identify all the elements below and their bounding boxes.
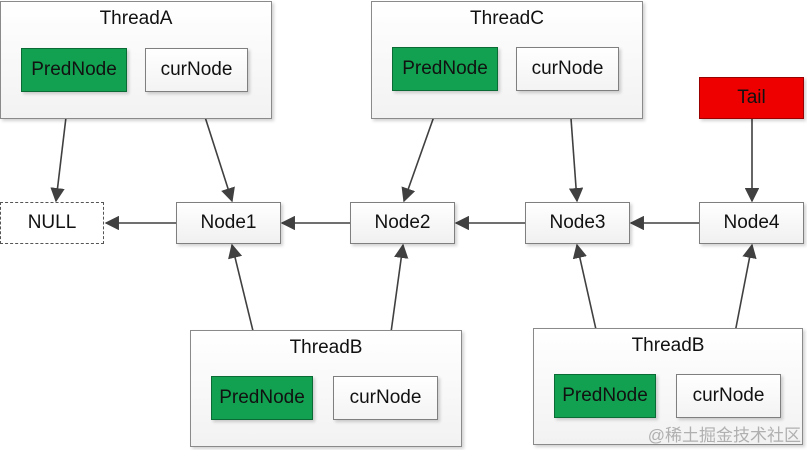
thread-b-left-curnode: curNode bbox=[333, 376, 438, 420]
node-4: Node4 bbox=[699, 202, 804, 244]
thread-b-left-prednode: PredNode bbox=[211, 376, 313, 420]
node-1: Node1 bbox=[176, 202, 281, 244]
thread-a-title: ThreadA bbox=[99, 8, 173, 29]
tail-pointer: Tail bbox=[699, 77, 804, 119]
thread-b-right-prednode: PredNode bbox=[554, 374, 656, 418]
node-3: Node3 bbox=[525, 202, 630, 244]
thread-c-title: ThreadC bbox=[470, 8, 544, 29]
thread-a-prednode: PredNode bbox=[21, 48, 127, 92]
watermark: @稀土掘金技术社区 bbox=[647, 426, 801, 445]
thread-c-prednode: PredNode bbox=[392, 47, 498, 91]
thread-b-title-right: ThreadB bbox=[631, 335, 705, 356]
thread-b-title-left: ThreadB bbox=[289, 337, 363, 358]
thread-c-curnode: curNode bbox=[516, 47, 619, 91]
node-2: Node2 bbox=[350, 202, 455, 244]
null-node: NULL bbox=[0, 202, 104, 244]
thread-a-curnode: curNode bbox=[145, 48, 248, 92]
thread-b-right-curnode: curNode bbox=[676, 374, 781, 418]
